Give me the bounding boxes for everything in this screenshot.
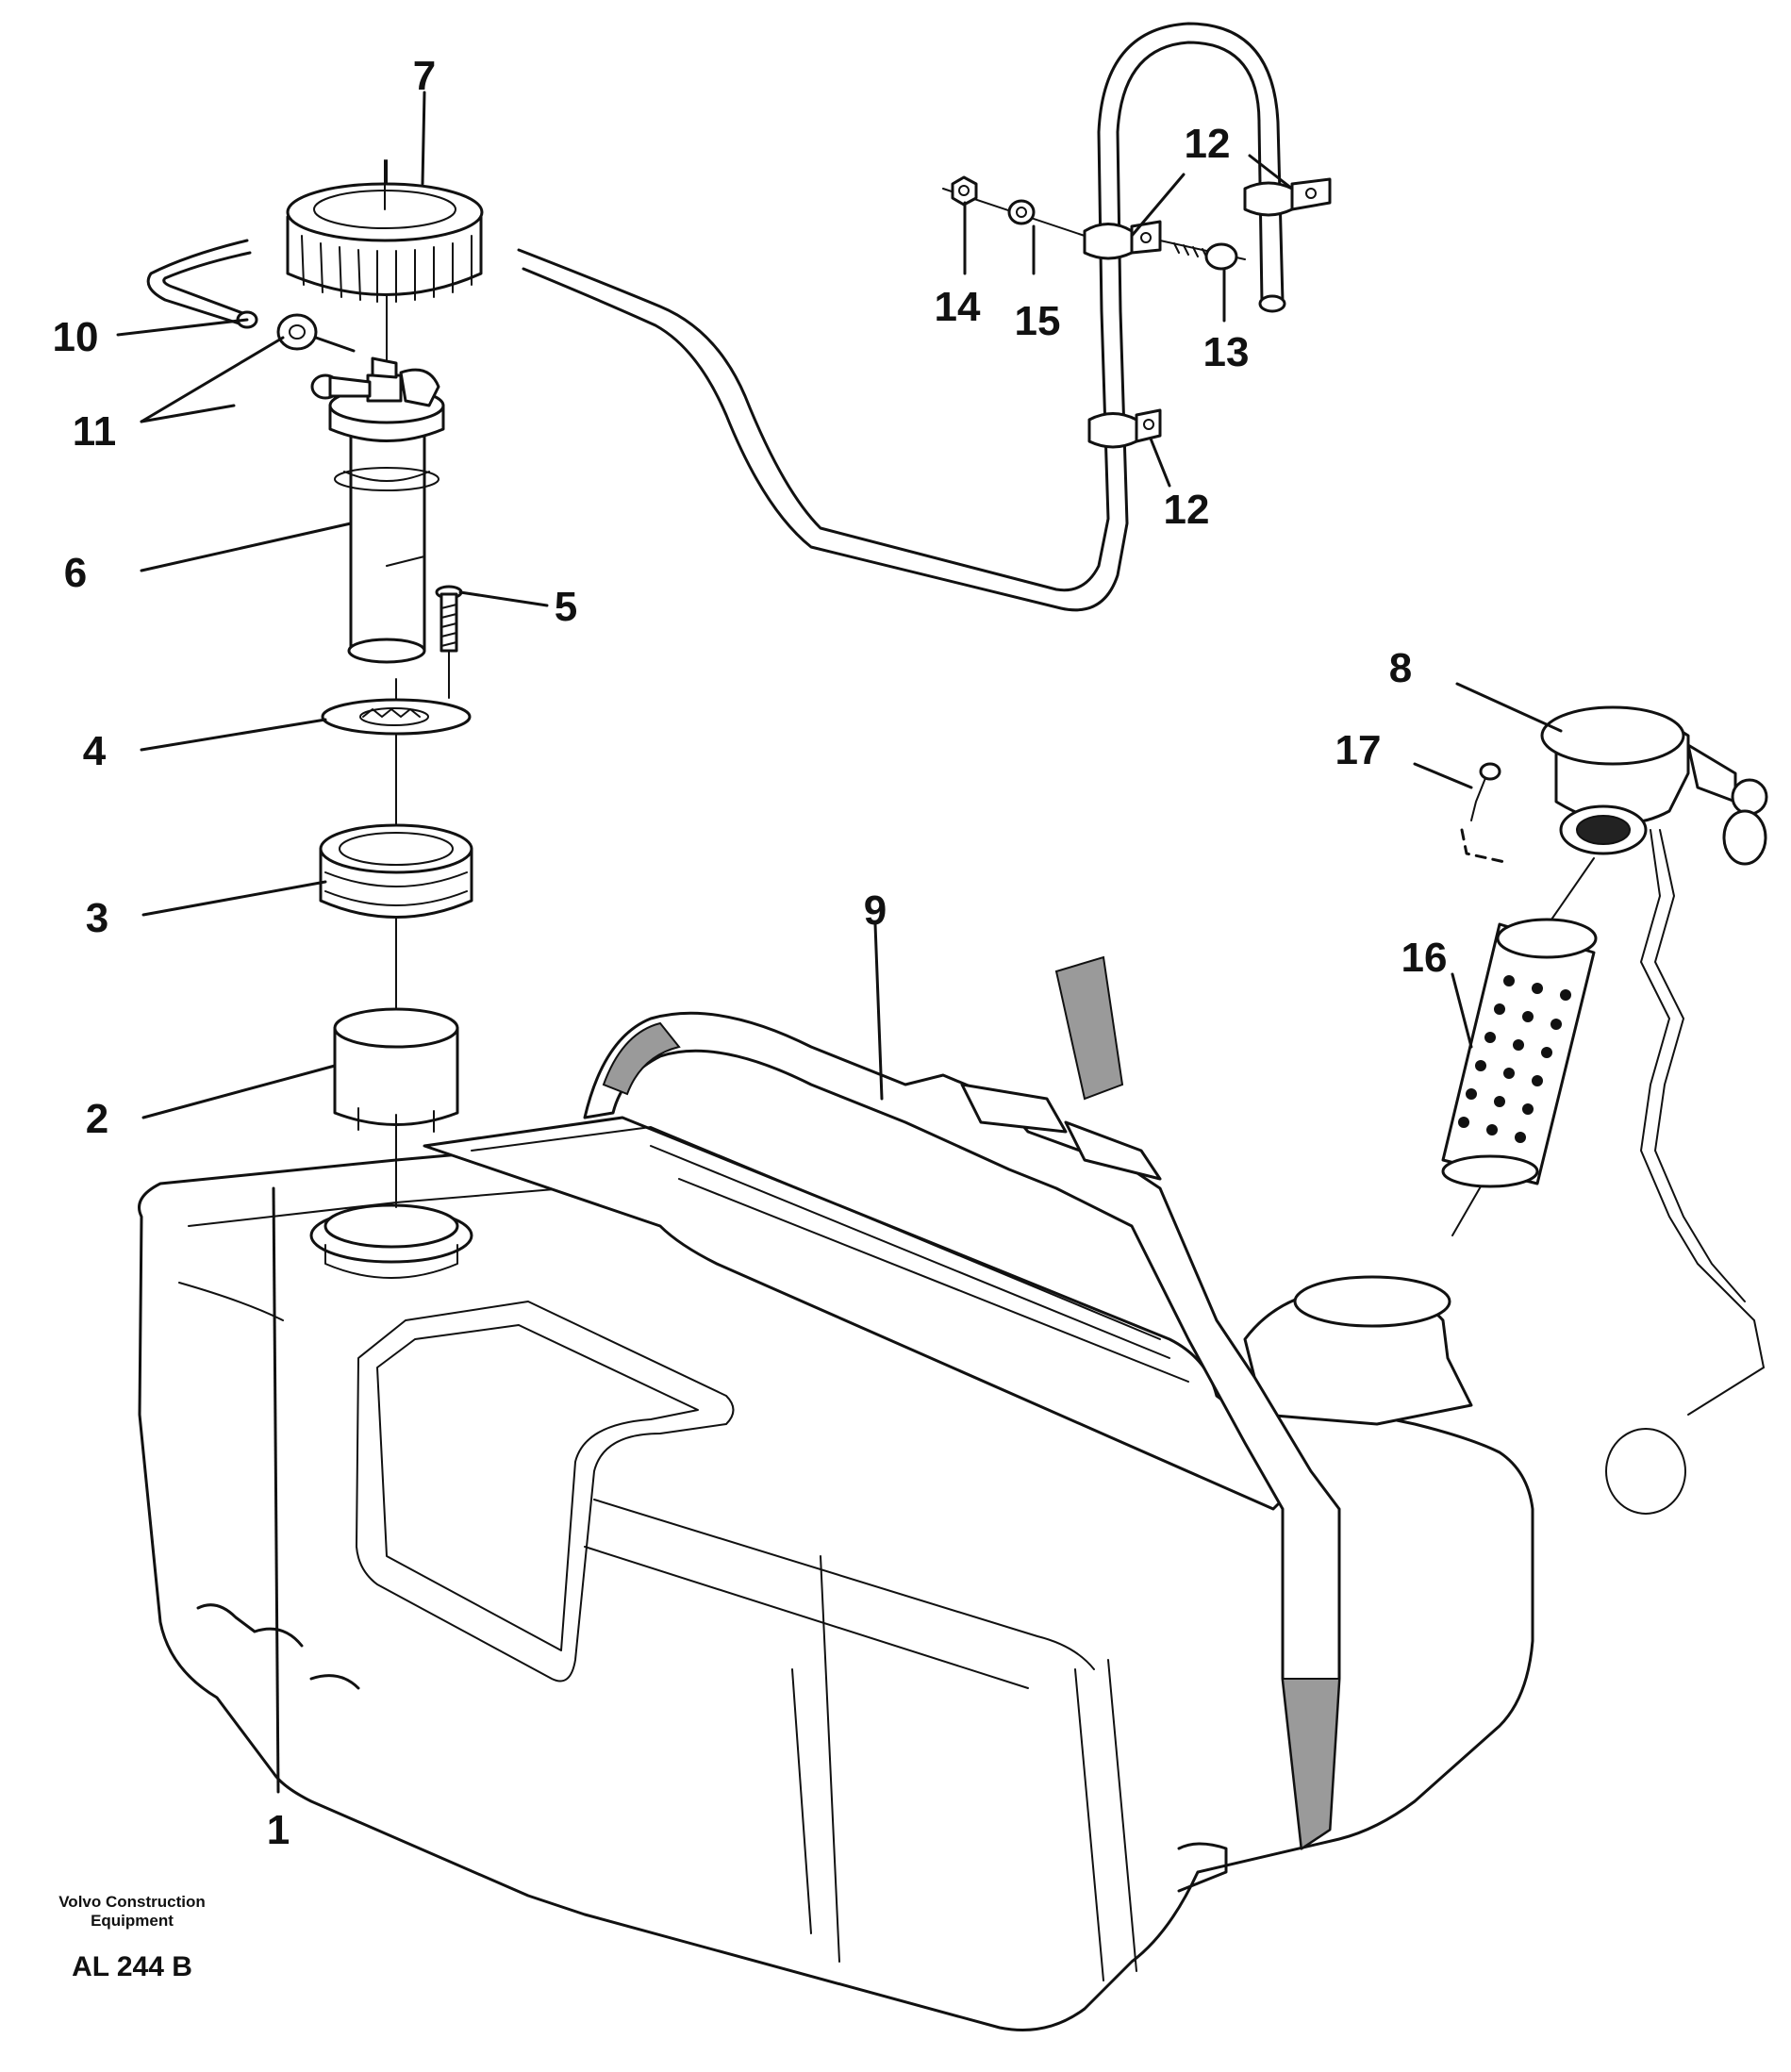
part-12-hose-clip-upper	[1083, 220, 1162, 260]
callout-8: 8	[1389, 645, 1412, 691]
part-12-hose-clip-right	[1243, 177, 1332, 217]
callout-15: 15	[1015, 298, 1061, 344]
callout-17: 17	[1335, 727, 1382, 773]
part-17-screw	[1460, 762, 1511, 865]
callout-7: 7	[413, 53, 436, 99]
part-3-seal-ring	[319, 823, 473, 919]
part-16-strainer	[1441, 857, 1598, 1236]
callout-12-top: 12	[1185, 121, 1231, 167]
callout-10: 10	[53, 314, 99, 360]
callout-13: 13	[1203, 329, 1250, 375]
callout-11: 11	[73, 408, 117, 455]
part-5-screw	[435, 585, 463, 699]
part-15-washer	[1007, 199, 1036, 225]
fuel-tank	[138, 1116, 1534, 2031]
credit-company-line2: Equipment	[91, 1912, 174, 1930]
callout-2: 2	[86, 1096, 108, 1142]
part-2-bushing	[333, 1007, 459, 1137]
drawing-code: AL 244 B	[72, 1951, 192, 1982]
callout-5: 5	[555, 584, 577, 630]
callout-16: 16	[1401, 935, 1448, 981]
callout-14: 14	[935, 284, 981, 330]
callout-1: 1	[267, 1807, 290, 1853]
callout-9: 9	[864, 887, 887, 934]
leader-lines	[116, 91, 1563, 1794]
part-8-filler-cap	[1540, 705, 1768, 866]
tank-strap	[583, 955, 1341, 1850]
callout-4: 4	[83, 728, 107, 774]
vent-hose	[517, 22, 1286, 612]
callout-labels: 1 2 3 4 5 6 7 8 9 10 11 12 12 13 14 15 1…	[53, 53, 1448, 1853]
callout-6: 6	[64, 550, 87, 596]
part-7-cap-nut	[286, 159, 484, 303]
credit-company: Volvo Construction	[58, 1893, 206, 1911]
part-6-sender-tube	[310, 356, 445, 664]
callout-3: 3	[86, 895, 108, 941]
part-11-hose-clamp	[276, 313, 356, 353]
part-12-hose-clip-lower	[1087, 408, 1162, 449]
filler-cap-chain	[1605, 829, 1765, 1515]
part-4-gasket	[321, 698, 472, 736]
part-10-hose	[146, 239, 258, 329]
part-13-clip-bolt	[1159, 240, 1246, 271]
callout-12-bottom: 12	[1164, 487, 1210, 533]
credit-block: Volvo Construction Equipment AL 244 B	[58, 1893, 206, 1982]
